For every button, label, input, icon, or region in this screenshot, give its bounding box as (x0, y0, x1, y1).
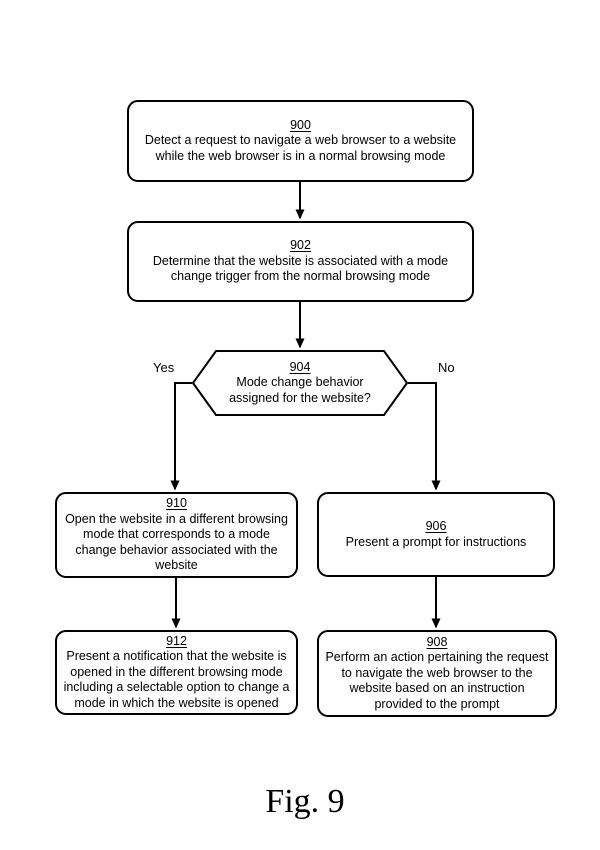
node-number: 910 (166, 496, 187, 511)
flow-node-912: 912 Present a notification that the webs… (55, 630, 298, 715)
node-number: 900 (290, 117, 311, 132)
node-number: 906 (425, 519, 447, 533)
edge-904-906-no (408, 382, 441, 491)
node-text: Determine that the website is associated… (152, 253, 449, 284)
node-text: Open the website in a different browsing… (65, 511, 288, 573)
figure-caption: Fig. 9 (265, 783, 345, 820)
branch-label-yes: Yes (153, 360, 175, 375)
node-text: Mode change behavior assigned for the we… (229, 375, 371, 405)
flow-node-910: 910 Open the website in a different brow… (55, 492, 298, 578)
node-number: 908 (426, 634, 448, 649)
branch-label-no: No (438, 360, 455, 375)
flow-node-908: 908 Perform an action pertaining the req… (317, 630, 557, 717)
flow-node-902: 902 Determine that the website is associ… (127, 221, 474, 302)
node-number: 912 (166, 633, 187, 648)
node-text: Present a prompt for instructions (345, 534, 527, 549)
edge-904-910-yes (170, 382, 192, 491)
decision-node-904: 904 Mode change behavior assigned for th… (192, 350, 408, 416)
hexagon-shape (192, 350, 408, 416)
node-text: Detect a request to navigate a web brows… (144, 133, 457, 163)
node-number: 902 (290, 238, 311, 253)
node-text: Perform an action pertaining the request… (325, 650, 549, 711)
node-text: Present a notification that the website … (63, 649, 290, 710)
flow-node-906: 906 Present a prompt for instructions (317, 492, 555, 577)
node-number: 904 (289, 359, 311, 374)
flow-node-900: 900 Detect a request to navigate a web b… (127, 100, 474, 182)
